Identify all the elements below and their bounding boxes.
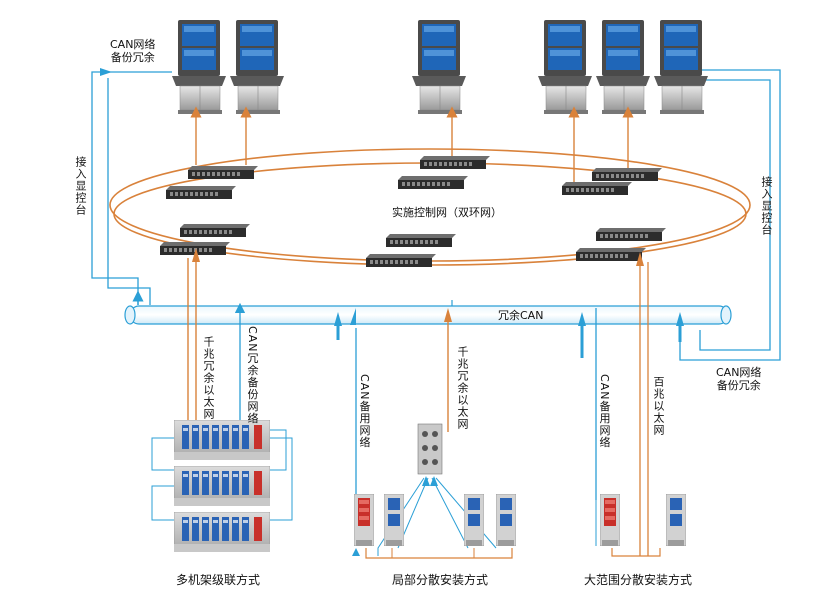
console-group-right (538, 20, 708, 114)
multi-rack-cascade (151, 420, 293, 552)
access-console-right-label: 接入显控台 (760, 176, 773, 236)
caption-wide-distributed: 大范围分散安装方式 (584, 573, 693, 587)
can-backup-bottom-label: CAN网络 备份冗余 (716, 366, 761, 392)
caption-local-distributed: 局部分散安装方式 (392, 573, 489, 587)
can-standby-label-2: CAN备用网络 (598, 374, 611, 449)
can-backup-top-line2: 备份冗余 (110, 51, 155, 64)
console-group-center (412, 20, 466, 114)
hundred-mbps-eth-label: 百兆以太网 (652, 376, 665, 436)
local-distributed-install (352, 423, 516, 559)
can-backup-left-loop (91, 71, 172, 305)
can-backup-top-label: CAN网络 备份冗余 (110, 38, 155, 64)
hub-device (417, 423, 443, 475)
redundant-can-label: 冗余CAN (498, 309, 544, 322)
wide-distributed-install (595, 494, 686, 557)
can-standby-label-1: CAN备用网络 (358, 374, 371, 449)
can-backup-right-loop (679, 69, 781, 361)
ring-network-label: 实施控制网（双环网） (392, 206, 502, 219)
caption-multi-rack: 多机架级联方式 (176, 573, 261, 587)
gigabit-eth-label-1: 千兆冗余以太网 (202, 336, 215, 420)
can-backup-top-line1: CAN网络 (110, 38, 156, 51)
gigabit-eth-label-2: 千兆冗余以太网 (456, 346, 469, 430)
access-console-left-label: 接入显控台 (74, 156, 87, 216)
can-backup-bottom-line1: CAN网络 (716, 366, 762, 379)
console-group-left (172, 20, 284, 114)
can-backup-bottom-line2: 备份冗余 (716, 379, 761, 392)
can-redundant-backup-label: CAN冗余备份网络 (246, 326, 259, 425)
redundant-can-bus (124, 305, 732, 325)
